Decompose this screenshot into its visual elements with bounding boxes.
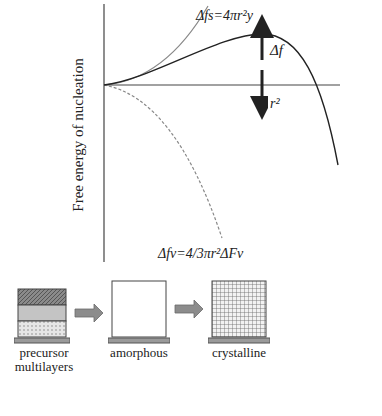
block-arrow	[175, 300, 203, 318]
amorphous-film	[108, 280, 170, 344]
amorphous-film-outline	[108, 280, 170, 344]
axis-label: Free energy of nucleation	[70, 58, 87, 211]
stage-caption: crystalline	[184, 346, 294, 360]
process-stage: amorphous	[84, 280, 194, 360]
radius-arrow	[261, 70, 264, 108]
stage-caption: amorphous	[84, 346, 194, 360]
block-arrow	[75, 304, 103, 322]
formula-label: r²	[268, 96, 282, 111]
volume-curve	[104, 85, 222, 238]
crystalline-film	[208, 280, 270, 344]
stage-caption: precursor multilayers	[4, 346, 84, 375]
formula-label: Δf	[268, 42, 285, 59]
multilayer-stack	[14, 288, 70, 344]
process-stage: crystalline	[184, 280, 294, 360]
process-stage: precursor multilayers	[4, 288, 84, 375]
formula-label: Δfv=4/3πr²ΔFv	[158, 246, 243, 261]
total-curve	[104, 34, 338, 165]
y-axis	[103, 4, 104, 262]
crystalline-film-outline	[208, 280, 270, 344]
x-axis	[104, 84, 340, 85]
formula-label: Δfs=4πr²y	[196, 8, 253, 23]
surface-curve	[104, 6, 208, 85]
delta-arrow	[261, 26, 264, 60]
multilayer-stack-outline	[14, 288, 70, 344]
